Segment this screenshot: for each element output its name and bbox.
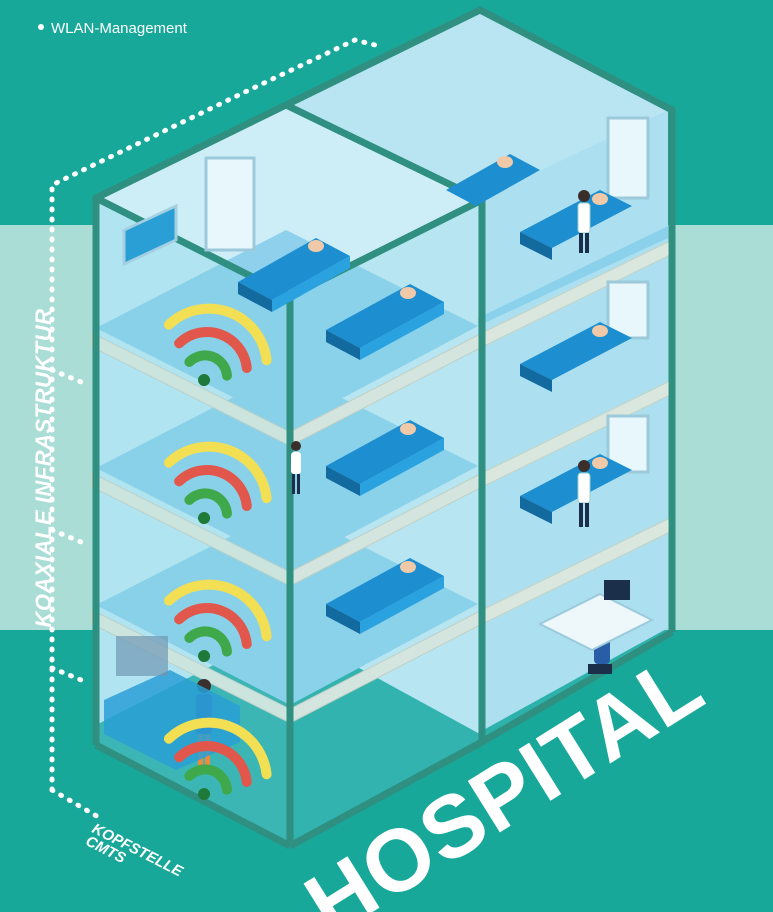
wifi-icon xyxy=(163,303,272,387)
building-frame xyxy=(92,6,676,850)
bed-icon xyxy=(446,154,540,206)
bed-icon xyxy=(520,322,632,392)
patient-icon xyxy=(400,287,416,299)
patient-icon xyxy=(592,325,608,337)
cable-dotted-line xyxy=(49,787,103,821)
patient-icon xyxy=(308,240,324,252)
coax-infrastructure-label: KOAXIALE INFRASTRUKTUR xyxy=(31,308,56,628)
wlan-management-label: WLAN-Management xyxy=(51,20,187,37)
cable-dotted-line xyxy=(49,367,89,387)
wifi-icon xyxy=(163,717,272,801)
cable-dotted-line xyxy=(49,37,386,793)
right-wing-back-wall xyxy=(286,10,668,733)
bullet-dot xyxy=(38,24,44,31)
cable-dotted-line xyxy=(49,665,89,685)
glass-right-face xyxy=(290,200,478,842)
cable-dotted-line xyxy=(49,527,89,547)
desk xyxy=(537,592,655,652)
bed-icon xyxy=(326,284,444,360)
patient-icon xyxy=(497,156,513,168)
window xyxy=(204,156,256,252)
bed-icon xyxy=(520,454,632,524)
floor-4-right xyxy=(478,226,668,326)
shelf xyxy=(116,636,168,676)
wall-screen xyxy=(122,203,178,267)
wifi-icon xyxy=(163,579,272,663)
bed-icon xyxy=(326,420,444,496)
monitor xyxy=(604,580,630,600)
bed-icon xyxy=(238,238,350,312)
wifi-icon xyxy=(163,441,272,525)
floor-slabs xyxy=(91,239,673,724)
wlan-management-bullet: WLAN-Management xyxy=(38,20,187,37)
window xyxy=(606,116,650,200)
window xyxy=(606,280,650,340)
patient-icon xyxy=(592,457,608,469)
bed-icon xyxy=(326,558,444,634)
staff-icon xyxy=(577,460,591,527)
patient-icon xyxy=(592,193,608,205)
staff-icon xyxy=(291,441,301,494)
patient-icon xyxy=(400,561,416,573)
staff-icon xyxy=(577,190,591,253)
patient-icon xyxy=(400,423,416,435)
bed-icon xyxy=(520,190,632,260)
